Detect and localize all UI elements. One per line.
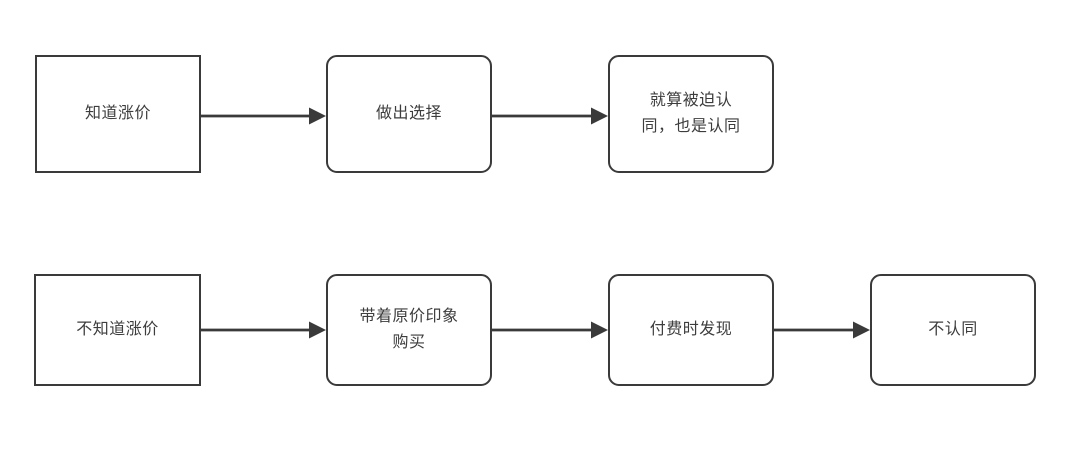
node-disagree[interactable]: 不认同 <box>870 274 1036 386</box>
arrow-head-icon <box>591 321 608 339</box>
node-label: 做出选择 <box>375 105 442 122</box>
arrow-head-icon <box>309 321 326 339</box>
node-label: 不认同 <box>928 321 978 338</box>
node-label: 带着原价印象 购买 <box>359 308 459 351</box>
arrow-connector <box>201 104 326 128</box>
node-not-know-price-increase[interactable]: 不知道涨价 <box>34 274 201 386</box>
arrow-connector <box>492 318 608 342</box>
node-make-choice[interactable]: 做出选择 <box>326 55 492 173</box>
arrow-connector <box>774 318 870 342</box>
arrow-head-icon <box>853 321 870 339</box>
node-discover-at-payment[interactable]: 付费时发现 <box>608 274 774 386</box>
node-label: 知道涨价 <box>84 105 151 122</box>
node-label: 就算被迫认 同，也是认同 <box>641 92 741 135</box>
node-know-price-increase[interactable]: 知道涨价 <box>35 55 201 173</box>
arrow-connector <box>492 104 608 128</box>
arrow-head-icon <box>309 107 326 125</box>
arrow-head-icon <box>591 107 608 125</box>
node-label: 不知道涨价 <box>76 321 159 338</box>
node-label: 付费时发现 <box>649 321 733 338</box>
arrow-connector <box>201 318 326 342</box>
node-forced-agreement-is-agreement[interactable]: 就算被迫认 同，也是认同 <box>608 55 774 173</box>
node-buy-with-original-price-impression[interactable]: 带着原价印象 购买 <box>326 274 492 386</box>
